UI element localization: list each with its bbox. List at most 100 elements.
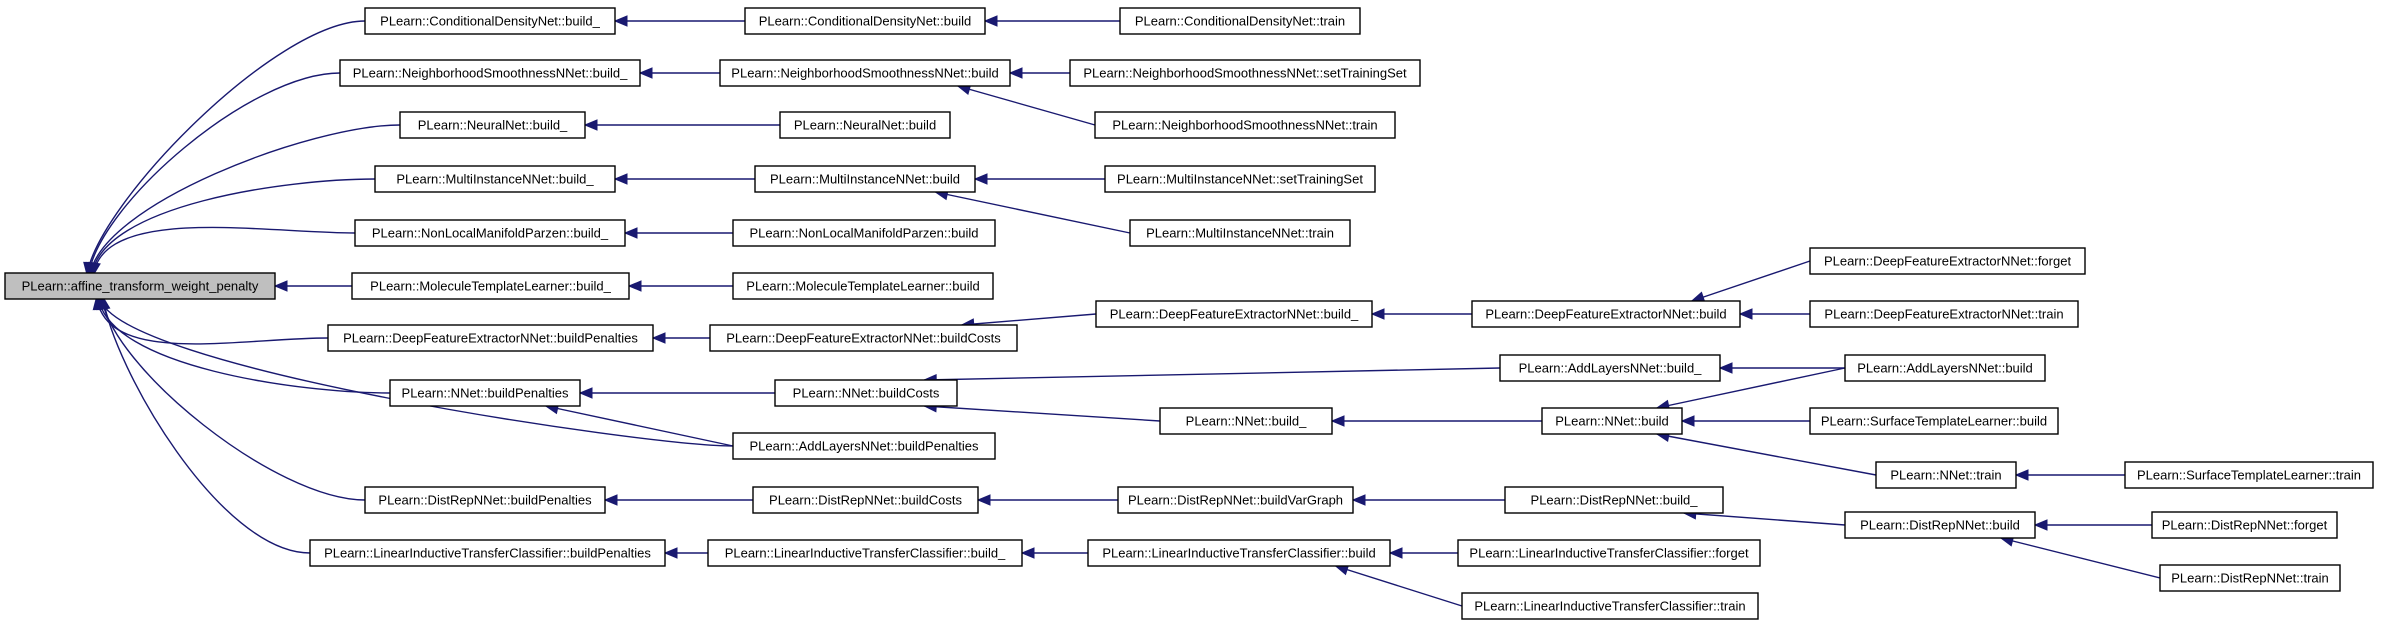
- edge-arrowhead: [1388, 547, 1403, 559]
- node-box: [1104, 165, 1376, 193]
- node-stl-train[interactable]: PLearn::SurfaceTemplateLearner::train: [2124, 461, 2374, 489]
- node-al-build-[interactable]: PLearn::AddLayersNNet::build_: [1499, 354, 1721, 382]
- edge-arrowhead: [651, 332, 666, 344]
- node-dr-build-[interactable]: PLearn::DistRepNNet::build_: [1504, 486, 1724, 514]
- node-nnet-bc[interactable]: PLearn::NNet::buildCosts: [774, 379, 958, 407]
- node-dr-bp[interactable]: PLearn::DistRepNNet::buildPenalties: [364, 486, 606, 514]
- edge-arrowhead: [627, 280, 642, 292]
- node-litc-train[interactable]: PLearn::LinearInductiveTransferClassifie…: [1461, 592, 1759, 620]
- node-box: [707, 539, 1023, 567]
- node-dr-forget[interactable]: PLearn::DistRepNNet::forget: [2151, 511, 2338, 539]
- edge-line: [97, 296, 391, 394]
- node-box: [4, 272, 276, 300]
- node-label: PLearn::NNet::build: [1555, 413, 1668, 428]
- node-min-train[interactable]: PLearn::MultiInstanceNNet::train: [1129, 219, 1351, 247]
- node-nn-build-[interactable]: PLearn::NeuralNet::build_: [399, 111, 586, 139]
- edge-line: [102, 296, 311, 554]
- node-label: PLearn::LinearInductiveTransferClassifie…: [1102, 545, 1375, 560]
- node-label: PLearn::NeuralNet::build_: [418, 117, 568, 132]
- node-label: PLearn::DistRepNNet::build_: [1531, 492, 1699, 507]
- node-label: PLearn::MoleculeTemplateLearner::build: [746, 278, 979, 293]
- node-label: PLearn::LinearInductiveTransferClassifie…: [1469, 545, 1749, 560]
- nodes-layer: PLearn::affine_transform_weight_penaltyP…: [4, 7, 2374, 620]
- node-mtl-build-[interactable]: PLearn::MoleculeTemplateLearner::build_: [351, 272, 630, 300]
- node-nnet-build-[interactable]: PLearn::NNet::build_: [1159, 407, 1333, 435]
- node-cdn-build-[interactable]: PLearn::ConditionalDensityNet::build_: [364, 7, 616, 35]
- edge-arrowhead: [603, 494, 618, 506]
- node-box: [339, 59, 641, 87]
- node-dr-build[interactable]: PLearn::DistRepNNet::build: [1844, 511, 2036, 539]
- node-box: [709, 324, 1018, 352]
- node-litc-build[interactable]: PLearn::LinearInductiveTransferClassifie…: [1087, 539, 1391, 567]
- node-label: PLearn::LinearInductiveTransferClassifie…: [725, 545, 1006, 560]
- node-label: PLearn::SurfaceTemplateLearner::build: [1821, 413, 2047, 428]
- node-cdn-build[interactable]: PLearn::ConditionalDensityNet::build: [744, 7, 986, 35]
- node-nn-build[interactable]: PLearn::NeuralNet::build: [779, 111, 951, 139]
- edge-arrowhead: [273, 280, 288, 292]
- node-min-setts[interactable]: PLearn::MultiInstanceNNet::setTrainingSe…: [1104, 165, 1376, 193]
- node-dfe-build[interactable]: PLearn::DeepFeatureExtractorNNet::build: [1471, 300, 1741, 328]
- node-min-build[interactable]: PLearn::MultiInstanceNNet::build: [754, 165, 976, 193]
- node-label: PLearn::MultiInstanceNNet::build: [770, 171, 960, 186]
- edge-arrowhead: [983, 15, 998, 27]
- node-dfe-train[interactable]: PLearn::DeepFeatureExtractorNNet::train: [1809, 300, 2079, 328]
- node-box: [1471, 300, 1741, 328]
- node-nsn-setts[interactable]: PLearn::NeighborhoodSmoothnessNNet::setT…: [1069, 59, 1421, 87]
- node-label: PLearn::NeighborhoodSmoothnessNNet::trai…: [1112, 117, 1377, 132]
- edge-arrowhead: [89, 261, 101, 277]
- node-dfe-forget[interactable]: PLearn::DeepFeatureExtractorNNet::forget: [1809, 247, 2086, 275]
- edge-arrowhead: [613, 173, 628, 185]
- node-nnet-bp[interactable]: PLearn::NNet::buildPenalties: [389, 379, 581, 407]
- node-litc-build-[interactable]: PLearn::LinearInductiveTransferClassifie…: [707, 539, 1023, 567]
- edge-arrowhead: [1351, 494, 1366, 506]
- node-stl-build[interactable]: PLearn::SurfaceTemplateLearner::build: [1809, 407, 2059, 435]
- node-label: PLearn::DistRepNNet::build: [1860, 517, 2020, 532]
- node-box: [1117, 486, 1354, 514]
- node-label: PLearn::AddLayersNNet::build: [1857, 360, 2033, 375]
- edge-line: [545, 405, 734, 447]
- node-nsn-train[interactable]: PLearn::NeighborhoodSmoothnessNNet::trai…: [1094, 111, 1396, 139]
- node-box: [364, 486, 606, 514]
- node-label: PLearn::ConditionalDensityNet::build_: [380, 13, 600, 28]
- node-dr-train[interactable]: PLearn::DistRepNNet::train: [2159, 564, 2341, 592]
- node-box: [1844, 511, 2036, 539]
- node-box: [732, 432, 996, 460]
- node-box: [779, 111, 951, 139]
- node-min-build-[interactable]: PLearn::MultiInstanceNNet::build_: [374, 165, 616, 193]
- node-root[interactable]: PLearn::affine_transform_weight_penalty: [4, 272, 276, 300]
- node-box: [1094, 111, 1396, 139]
- edge-line: [86, 20, 366, 276]
- edge-arrowhead: [623, 227, 638, 239]
- node-nsn-build-[interactable]: PLearn::NeighborhoodSmoothnessNNet::buil…: [339, 59, 641, 87]
- node-dfe-bp[interactable]: PLearn::DeepFeatureExtractorNNet::buildP…: [327, 324, 654, 352]
- node-label: PLearn::SurfaceTemplateLearner::train: [2137, 467, 2361, 482]
- node-label: PLearn::MultiInstanceNNet::train: [1146, 225, 1334, 240]
- edge-arrowhead: [2033, 519, 2048, 531]
- node-mtl-build[interactable]: PLearn::MoleculeTemplateLearner::build: [732, 272, 994, 300]
- node-nsn-build[interactable]: PLearn::NeighborhoodSmoothnessNNet::buil…: [719, 59, 1011, 87]
- node-al-bp[interactable]: PLearn::AddLayersNNet::buildPenalties: [732, 432, 996, 460]
- node-label: PLearn::NeighborhoodSmoothnessNNet::buil…: [731, 65, 998, 80]
- node-label: PLearn::ConditionalDensityNet::build: [759, 13, 971, 28]
- node-dr-bvg[interactable]: PLearn::DistRepNNet::buildVarGraph: [1117, 486, 1354, 514]
- node-dfe-bc[interactable]: PLearn::DeepFeatureExtractorNNet::buildC…: [709, 324, 1018, 352]
- node-litc-forget[interactable]: PLearn::LinearInductiveTransferClassifie…: [1457, 539, 1761, 567]
- node-litc-bp[interactable]: PLearn::LinearInductiveTransferClassifie…: [309, 539, 666, 567]
- node-box: [1541, 407, 1683, 435]
- node-box: [1504, 486, 1724, 514]
- node-nnet-train[interactable]: PLearn::NNet::train: [1875, 461, 2017, 489]
- edge-arrowhead: [578, 387, 593, 399]
- node-dfe-build-[interactable]: PLearn::DeepFeatureExtractorNNet::build_: [1095, 300, 1373, 328]
- node-nlmp-build-[interactable]: PLearn::NonLocalManifoldParzen::build_: [354, 219, 626, 247]
- node-cdn-train[interactable]: PLearn::ConditionalDensityNet::train: [1119, 7, 1361, 35]
- node-al-build[interactable]: PLearn::AddLayersNNet::build: [1844, 354, 2046, 382]
- node-box: [399, 111, 586, 139]
- node-nnet-build[interactable]: PLearn::NNet::build: [1541, 407, 1683, 435]
- node-nlmp-build[interactable]: PLearn::NonLocalManifoldParzen::build: [732, 219, 996, 247]
- edge-line: [2000, 537, 2161, 579]
- node-box: [354, 219, 626, 247]
- node-dr-bc[interactable]: PLearn::DistRepNNet::buildCosts: [752, 486, 979, 514]
- edge-line: [1691, 260, 1811, 302]
- node-label: PLearn::DistRepNNet::buildPenalties: [378, 492, 592, 507]
- edge-line: [92, 226, 356, 276]
